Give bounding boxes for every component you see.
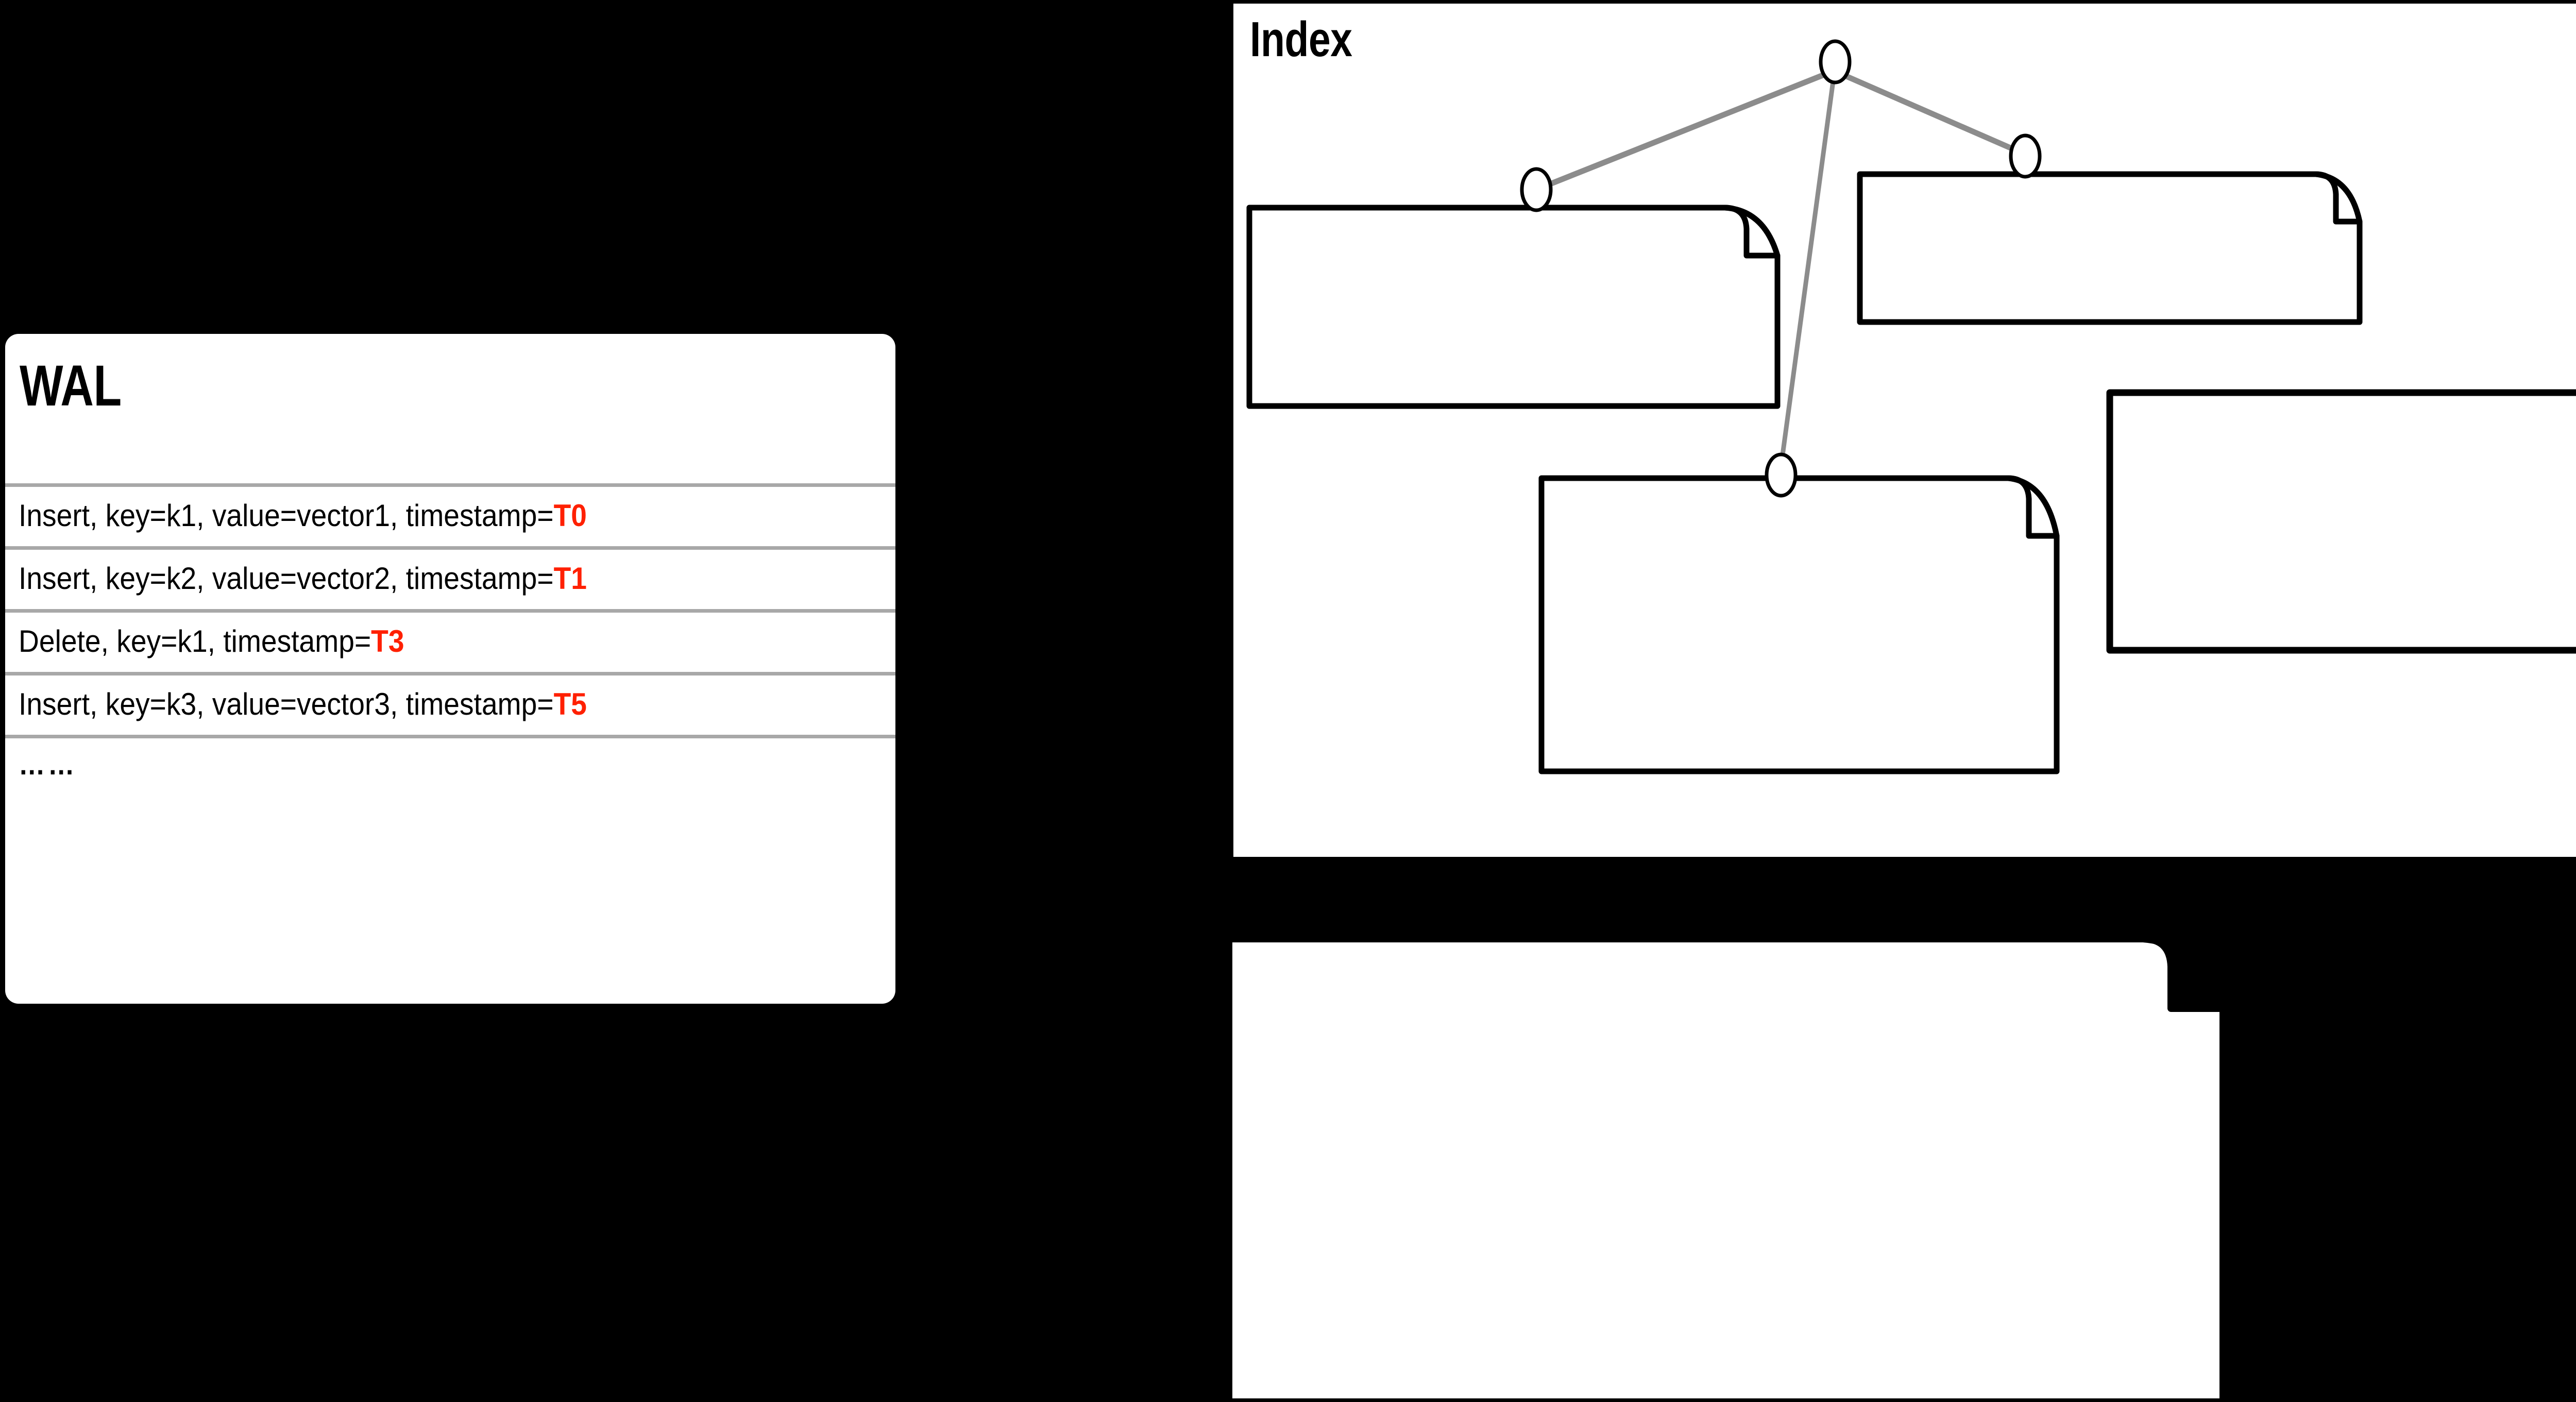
card-k2-k3-row-0-timestamp: T1 <box>1825 587 1855 618</box>
card-k2-k3-row-1-text: k3, vector3, timestamp= <box>1553 648 1825 679</box>
wal-row-4: …… <box>19 748 78 781</box>
wal-separator <box>5 735 895 738</box>
card-ellipsis-row-0: …… <box>2083 235 2137 264</box>
bin-log-row-2: …… <box>1249 1311 1304 1341</box>
wal-separator <box>5 672 895 675</box>
delete-log-separator <box>2110 528 2576 532</box>
card-k2-k3-row-0-text: k2, vector2, timestamp= <box>1553 587 1825 618</box>
delete-log-row-0-timestamp: T3 <box>2475 543 2505 574</box>
wal-title: WAL <box>20 353 122 418</box>
bin-log-row-0-text: Op=Insert, execution_time=3,…,timestamp= <box>1249 1121 1770 1153</box>
bin-log-panel: Bin Log Op=Insert, execution_time=3,…,ti… <box>1229 939 2223 1402</box>
card-k2-k3-row-2: …… <box>1772 710 1826 738</box>
card-k2-k3-row-1-timestamp: T5 <box>1825 648 1855 679</box>
wal-separator <box>5 483 895 487</box>
bin-log-separator <box>1229 1091 2223 1094</box>
card-k2-k3-row-0: k2, vector2, timestamp=T1 <box>1553 589 1855 617</box>
wal-row-3-text: Insert, key=k3, value=vector3, timestamp… <box>19 687 554 721</box>
wal-row-1-timestamp: T1 <box>553 561 587 596</box>
wal-row-1-text: Insert, key=k2, value=vector2, timestamp… <box>19 561 554 596</box>
index-title: Index <box>1250 12 1352 67</box>
card-k1: k1, vector1, timestamp=T0 …… <box>1249 208 1777 406</box>
wal-row-0: Insert, key=k1, value=vector1, timestamp… <box>19 500 587 531</box>
delete-log-panel: Delete Log k3, delete_pos, …, timestamp=… <box>2110 393 2576 650</box>
card-k1-separator <box>1249 285 1777 289</box>
wal-panel: WAL Insert, key=k1, value=vector1, times… <box>5 334 895 1004</box>
wal-separator <box>5 546 895 550</box>
card-ellipsis: …… <box>1860 174 2360 323</box>
bin-log-row-0-timestamp: T0 <box>1769 1121 1801 1153</box>
card-k1-row-0: k1, vector1, timestamp=T0 <box>1261 300 1563 328</box>
delete-log-title: Delete Log <box>2130 411 2297 457</box>
wal-row-2-text: Delete, key=k1, timestamp= <box>19 624 371 658</box>
card-k2-k3-separator <box>1541 634 2057 638</box>
bin-log-separator <box>1229 1194 2223 1197</box>
wal-row-1: Insert, key=k2, value=vector2, timestamp… <box>19 563 587 594</box>
bin-log-row-1-text: Op=Insert, execution_time=5,…,timestamp= <box>1249 1221 1770 1254</box>
wal-row-0-text: Insert, key=k1, value=vector1, timestamp… <box>19 498 554 533</box>
wal-row-2: Delete, key=k1, timestamp=T3 <box>19 626 404 657</box>
bin-log-row-0: Op=Insert, execution_time=3,…,timestamp=… <box>1249 1123 1801 1152</box>
delete-log-row-1: …… <box>2418 588 2471 617</box>
bin-log-row-1-timestamp: T1 <box>1769 1221 1801 1254</box>
card-k1-row-1: …… <box>1486 361 1540 390</box>
wal-separator <box>5 609 895 613</box>
delete-log-row-0-text: k3, delete_pos, …, timestamp= <box>2121 543 2475 574</box>
bin-log-row-1: Op=Insert, execution_time=5,…,timestamp=… <box>1249 1223 1801 1252</box>
card-k2-k3-separator <box>1541 695 2057 699</box>
card-k1-row-0-text: k1, vector1, timestamp= <box>1261 299 1533 330</box>
wal-row-3-timestamp: T5 <box>553 687 587 721</box>
wal-row-2-timestamp: T3 <box>371 624 404 658</box>
card-k2-k3-separator <box>1541 573 2057 577</box>
delete-log-separator <box>2110 573 2576 577</box>
wal-row-0-timestamp: T0 <box>553 498 587 533</box>
card-k1-separator <box>1249 346 1777 349</box>
delete-log-row-0: k3, delete_pos, …, timestamp=T3 <box>2121 545 2504 572</box>
card-k1-row-0-timestamp: T0 <box>1533 299 1563 330</box>
bin-log-title: Bin Log <box>1244 959 1378 1010</box>
bin-log-separator <box>1229 1296 2223 1300</box>
wal-row-3: Insert, key=k3, value=vector3, timestamp… <box>19 689 587 720</box>
card-k2-k3: k2, vector2, timestamp=T1 k3, vector3, t… <box>1541 478 2057 772</box>
card-k2-k3-row-1: k3, vector3, timestamp=T5 <box>1553 650 1855 678</box>
